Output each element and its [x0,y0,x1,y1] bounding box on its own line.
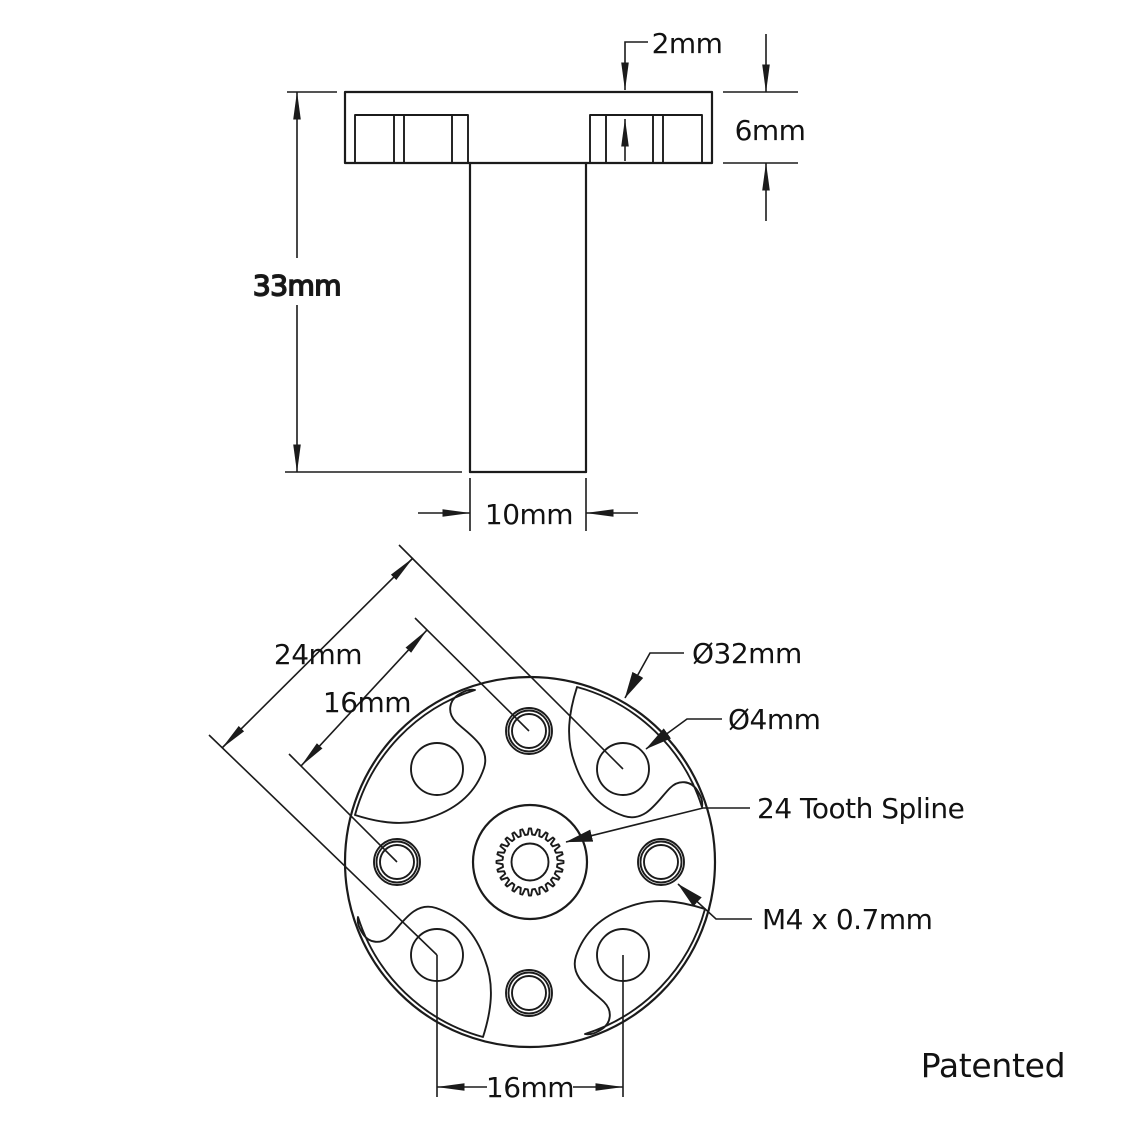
patented-label: Patented [921,1046,1066,1085]
pocket-sw [356,905,492,1038]
dim-24mm-label: 24mm [274,638,362,671]
threaded-hole-east [637,838,685,886]
dim-2mm: 2mm [621,27,723,161]
threaded-hole-south [505,969,553,1017]
outer-circle [343,675,717,1049]
flange-outline [343,90,714,165]
thru-hole-nw [410,742,464,796]
thru-hole-ne [596,742,650,796]
dim-10mm: 10mm [418,478,638,531]
dim-16mm-bottom-label: 16mm [486,1071,574,1104]
hub-boss-circle [471,803,589,921]
dim-6mm: 6mm [723,34,806,221]
callout-od-label: Ø32mm [692,637,802,670]
dim-16mm-diagonal: 16mm [288,617,530,863]
dim-33mm: 33mm [252,91,462,473]
callout-thread: M4 x 0.7mm [677,883,933,936]
dim-16mm-bottom: 16mm [436,955,624,1104]
threaded-hole-north [505,707,553,755]
shaft-outline [468,161,588,474]
dim-16mm-diagonal-label: 16mm [323,686,411,719]
callout-od: Ø32mm [624,637,802,699]
dim-24mm: 24mm [208,544,624,956]
face-view: 24mm 16mm 16mm Ø32mm Ø4mm 24 Too [208,544,965,1104]
dim-33mm-label: 33mm [253,269,341,302]
callout-hole-dia-label: Ø4mm [728,703,820,736]
callout-spline-label: 24 Tooth Spline [757,792,964,825]
hidden-hole-lines-left [354,114,469,164]
callout-thread-label: M4 x 0.7mm [762,903,932,936]
hidden-hole-lines-right [589,114,703,164]
threaded-hole-west [373,838,421,886]
spline-teeth [495,827,565,897]
dim-2mm-label: 2mm [652,27,723,60]
dim-6mm-label: 6mm [735,114,806,147]
callout-hole-dia: Ø4mm [645,703,821,750]
pocket-se [573,900,706,1036]
side-view: 33mm 2mm 6mm 10mm [252,27,806,531]
dim-10mm-label: 10mm [485,498,573,531]
center-bore [510,842,550,882]
callout-spline: 24 Tooth Spline [565,792,965,843]
pocket-ne [568,686,704,819]
